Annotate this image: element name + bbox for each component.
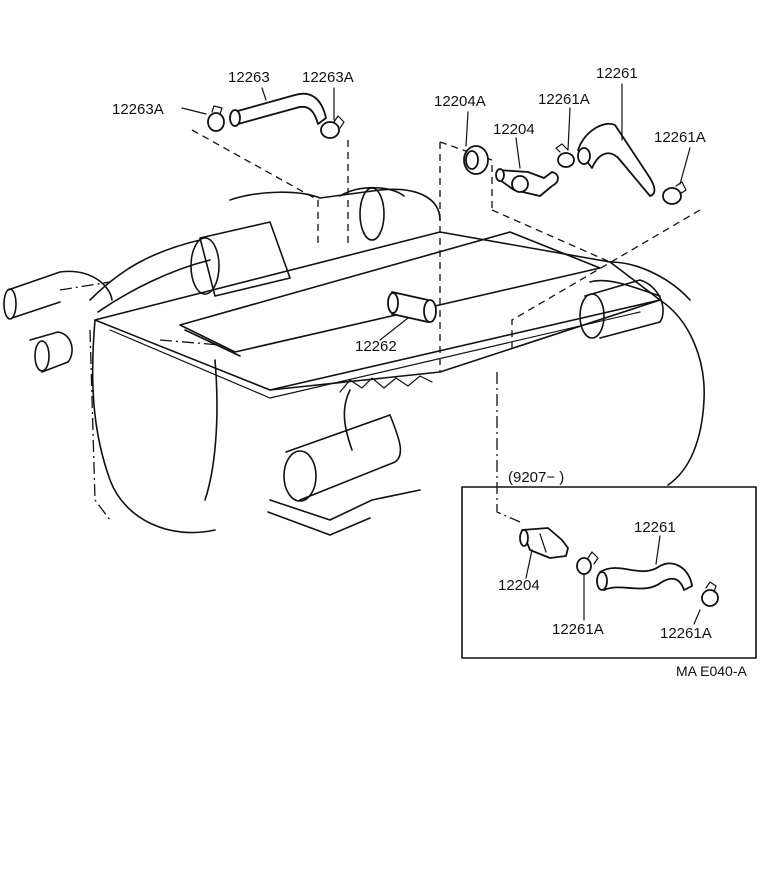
- label-12263A-top: 12263A: [302, 69, 354, 86]
- label-12261A-right: 12261A: [654, 129, 706, 146]
- label-12204: 12204: [493, 121, 535, 138]
- clamp-12263A-left: [181, 105, 225, 132]
- clamp-12261A-right: [662, 147, 691, 205]
- inset-label-12204: 12204: [498, 577, 540, 594]
- engine-outline: [3, 186, 705, 536]
- part-grommet-12204A: [463, 111, 489, 175]
- label-12261: 12261: [596, 65, 638, 82]
- part-valve-12204: [495, 137, 559, 197]
- inset-label-12261: 12261: [634, 519, 676, 536]
- diagram-code: MA E040-A: [676, 663, 747, 679]
- clamp-12263A-right: [320, 87, 345, 139]
- part-hose-12263: [229, 87, 327, 127]
- label-12261A-top: 12261A: [538, 91, 590, 108]
- labels: 12263 12263A 12263A 12204A 12204 12261A …: [112, 65, 747, 679]
- label-12262: 12262: [355, 338, 397, 355]
- inset-box: [461, 486, 757, 659]
- label-12263: 12263: [228, 69, 270, 86]
- leader-lines: [59, 129, 701, 523]
- label-12263A-left: 12263A: [112, 101, 164, 118]
- inset-label-12261A-left: 12261A: [552, 621, 604, 638]
- label-12204A: 12204A: [434, 93, 486, 110]
- part-hose-12261: [577, 83, 656, 197]
- inset-date-range: (9207− ): [508, 469, 564, 486]
- inset-label-12261A-right: 12261A: [660, 625, 712, 642]
- clamp-12261A-top: [555, 107, 575, 168]
